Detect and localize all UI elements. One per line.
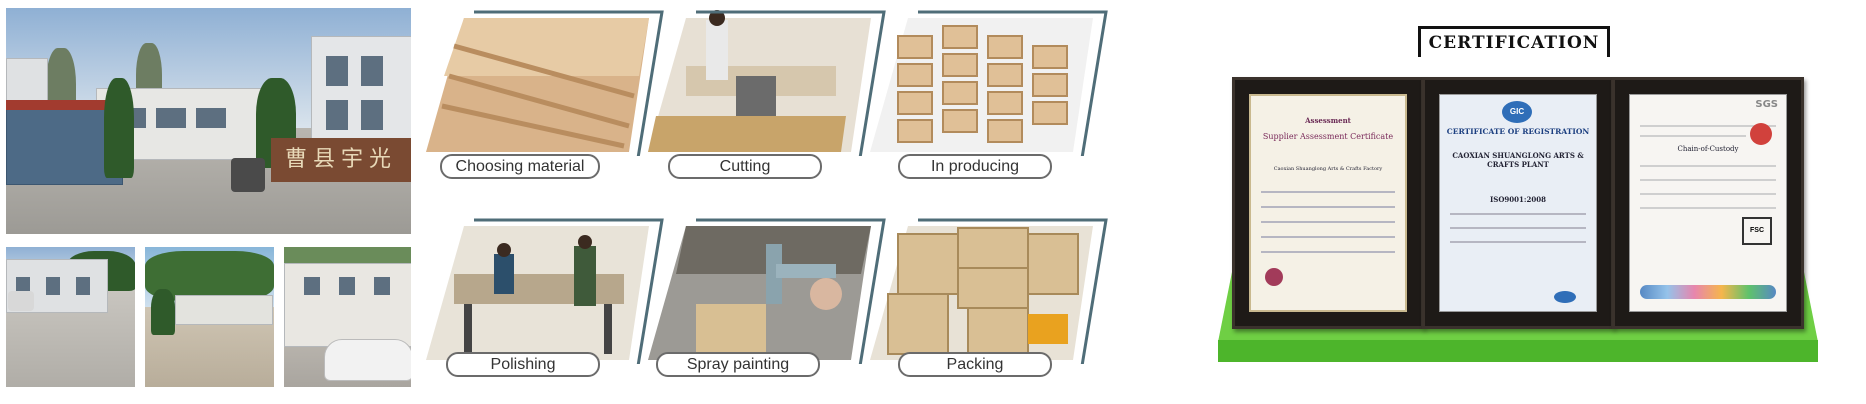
sgs-rainbow-footer-icon — [1640, 285, 1776, 299]
process-tile-polishing: Polishing — [424, 214, 664, 377]
process-tile-in-producing: In producing — [868, 6, 1108, 179]
factory-main-photo: 曹县宇光 — [6, 8, 411, 234]
cert2-heading: CERTIFICATE OF REGISTRATION — [1446, 127, 1590, 136]
factory-parking-photo — [284, 247, 411, 387]
certification-title: CERTIFICATION — [1418, 26, 1610, 57]
process-tile-spray-painting: Spray painting — [646, 214, 886, 377]
cert1-seal-icon — [1265, 268, 1283, 286]
cert1-company: Caoxian Shuanglong Arts & Crafts Factory — [1273, 166, 1383, 172]
cert3-heading: Chain-of-Custody — [1677, 145, 1739, 153]
display-stand-front — [1218, 340, 1818, 362]
step-label-cutting: Cutting — [668, 154, 822, 179]
cutting-photo — [648, 10, 886, 156]
factory-yard-photo — [6, 247, 135, 387]
process-tile-packing: Packing — [868, 214, 1108, 377]
certificate-frame-chain-of-custody: SGS Chain-of-Custody FSC — [1612, 77, 1804, 329]
certificate-frame-supplier: Assessment Supplier Assessment Certifica… — [1232, 77, 1424, 329]
cert2-company: CAOXIAN SHUANGLONG ARTS & CRAFTS PLANT — [1452, 151, 1584, 169]
cert2-standard: ISO9001:2008 — [1490, 195, 1546, 204]
polishing-photo — [426, 218, 664, 364]
packing-photo — [870, 218, 1108, 364]
choosing-material-photo — [426, 10, 664, 156]
cert1-heading: Supplier Assessment Certificate — [1262, 132, 1394, 141]
process-tile-cutting: Cutting — [646, 6, 886, 179]
step-label-spray-painting: Spray painting — [656, 352, 820, 377]
sgs-logo: SGS — [1755, 99, 1778, 110]
spray-painting-photo — [648, 218, 886, 364]
step-label-in-producing: In producing — [898, 154, 1052, 179]
fsc-seal-icon: FSC — [1742, 217, 1772, 245]
in-producing-photo — [870, 10, 1108, 156]
factory-sign: 曹县宇光 — [271, 138, 411, 182]
factory-building-photo — [145, 247, 274, 387]
process-tile-choosing-material: Choosing material — [424, 6, 664, 179]
step-label-polishing: Polishing — [446, 352, 600, 377]
step-label-choosing-material: Choosing material — [440, 154, 600, 179]
sgs-red-badge-icon — [1750, 123, 1772, 145]
iaf-logo-icon — [1554, 291, 1576, 303]
gic-logo-icon: GIC — [1502, 101, 1532, 123]
cert1-brand: Assessment — [1305, 116, 1351, 125]
certificate-frame-registration: GIC CERTIFICATE OF REGISTRATION CAOXIAN … — [1422, 77, 1614, 329]
step-label-packing: Packing — [898, 352, 1052, 377]
